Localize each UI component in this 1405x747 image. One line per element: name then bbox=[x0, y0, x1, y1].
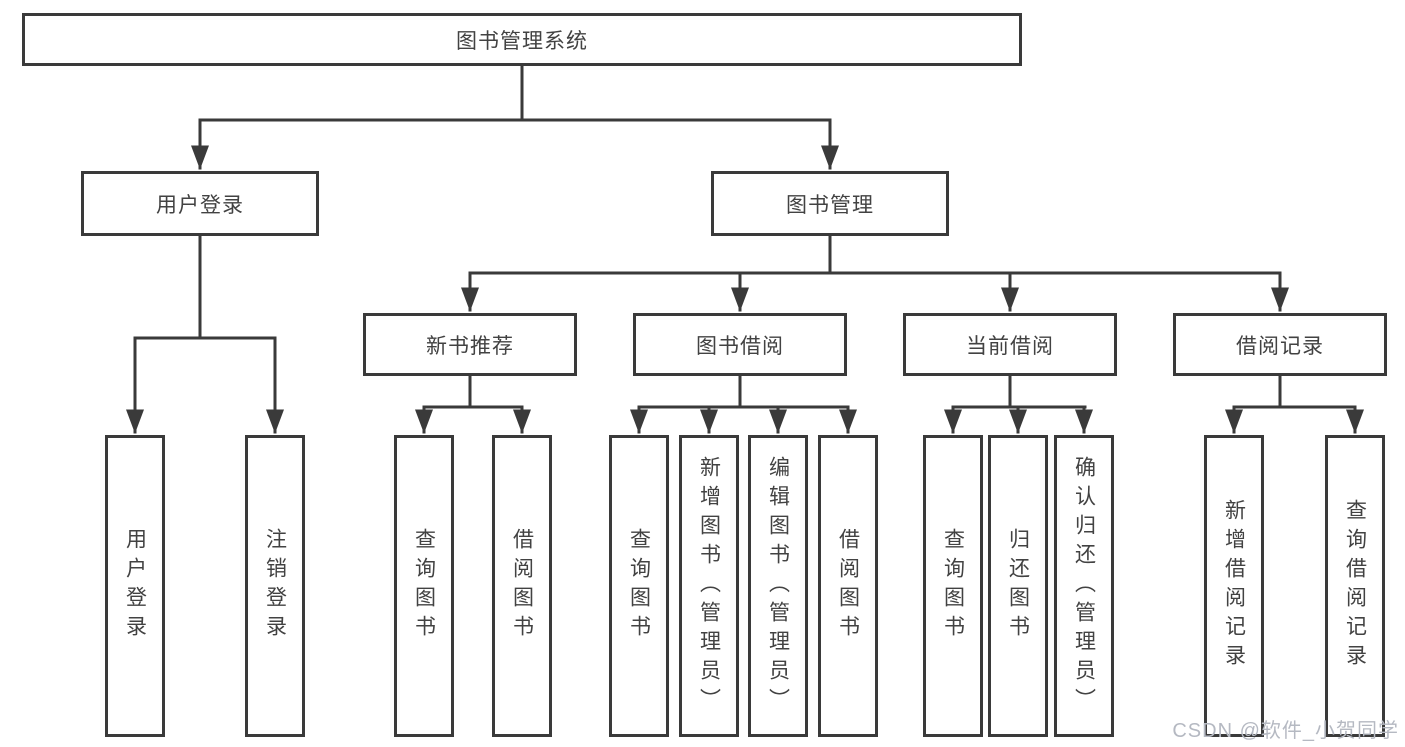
node-label: 查询图书 bbox=[941, 528, 965, 644]
node-label: 图书管理 bbox=[786, 193, 874, 217]
leaf-query-borrow-record: 查询借阅记录 bbox=[1325, 435, 1385, 737]
node-label: 新增借阅记录 bbox=[1222, 499, 1246, 673]
leaf-logout: 注销登录 bbox=[245, 435, 305, 737]
leaf-add-borrow-record: 新增借阅记录 bbox=[1204, 435, 1264, 737]
leaf-add-book-admin: 新增图书（管理员） bbox=[679, 435, 739, 737]
node-current-borrowing: 当前借阅 bbox=[903, 313, 1117, 376]
node-label: 查询图书 bbox=[412, 528, 436, 644]
connector-book-management-spine bbox=[468, 234, 1282, 275]
node-library-system: 图书管理系统 bbox=[22, 13, 1022, 66]
node-book-borrowing: 图书借阅 bbox=[633, 313, 847, 376]
node-label: 图书管理系统 bbox=[456, 29, 588, 53]
leaf-borrow-books-1: 借阅图书 bbox=[492, 435, 552, 737]
connector-borrow-records-spine bbox=[1232, 374, 1357, 409]
leaf-query-books-1: 查询图书 bbox=[394, 435, 454, 737]
connector-book-borrow-spine bbox=[637, 374, 850, 409]
node-label: 借阅图书 bbox=[510, 528, 534, 644]
node-label: 图书借阅 bbox=[696, 334, 784, 358]
node-label: 确认归还（管理员） bbox=[1072, 455, 1096, 717]
connector-current-borrow-spine bbox=[951, 374, 1087, 409]
node-label: 新增图书（管理员） bbox=[697, 455, 721, 717]
node-label: 查询借阅记录 bbox=[1343, 499, 1367, 673]
leaf-user-login: 用户登录 bbox=[105, 435, 165, 737]
node-label: 当前借阅 bbox=[966, 334, 1054, 358]
connector-new-books-spine bbox=[422, 374, 524, 409]
node-book-management: 图书管理 bbox=[711, 171, 949, 236]
leaf-confirm-return-admin: 确认归还（管理员） bbox=[1054, 435, 1114, 737]
node-label: 借阅记录 bbox=[1236, 334, 1324, 358]
leaf-query-books-2: 查询图书 bbox=[609, 435, 669, 737]
node-label: 新书推荐 bbox=[426, 334, 514, 358]
leaf-borrow-books-2: 借阅图书 bbox=[818, 435, 878, 737]
csdn-watermark: CSDN @软件_小贺同学 bbox=[1172, 720, 1399, 742]
node-borrowing-records: 借阅记录 bbox=[1173, 313, 1387, 376]
node-label: 归还图书 bbox=[1006, 528, 1030, 644]
node-label: 编辑图书（管理员） bbox=[766, 455, 790, 717]
node-label: 借阅图书 bbox=[836, 528, 860, 644]
node-user-login: 用户登录 bbox=[81, 171, 319, 236]
connector-user-login-spine bbox=[133, 234, 277, 340]
node-label: 用户登录 bbox=[123, 528, 147, 644]
node-new-book-recommend: 新书推荐 bbox=[363, 313, 577, 376]
leaf-return-books: 归还图书 bbox=[988, 435, 1048, 737]
node-label: 注销登录 bbox=[263, 528, 287, 644]
leaf-edit-book-admin: 编辑图书（管理员） bbox=[748, 435, 808, 737]
node-label: 用户登录 bbox=[156, 193, 244, 217]
leaf-query-books-3: 查询图书 bbox=[923, 435, 983, 737]
connector-root-spine bbox=[198, 64, 832, 122]
node-label: 查询图书 bbox=[627, 528, 651, 644]
